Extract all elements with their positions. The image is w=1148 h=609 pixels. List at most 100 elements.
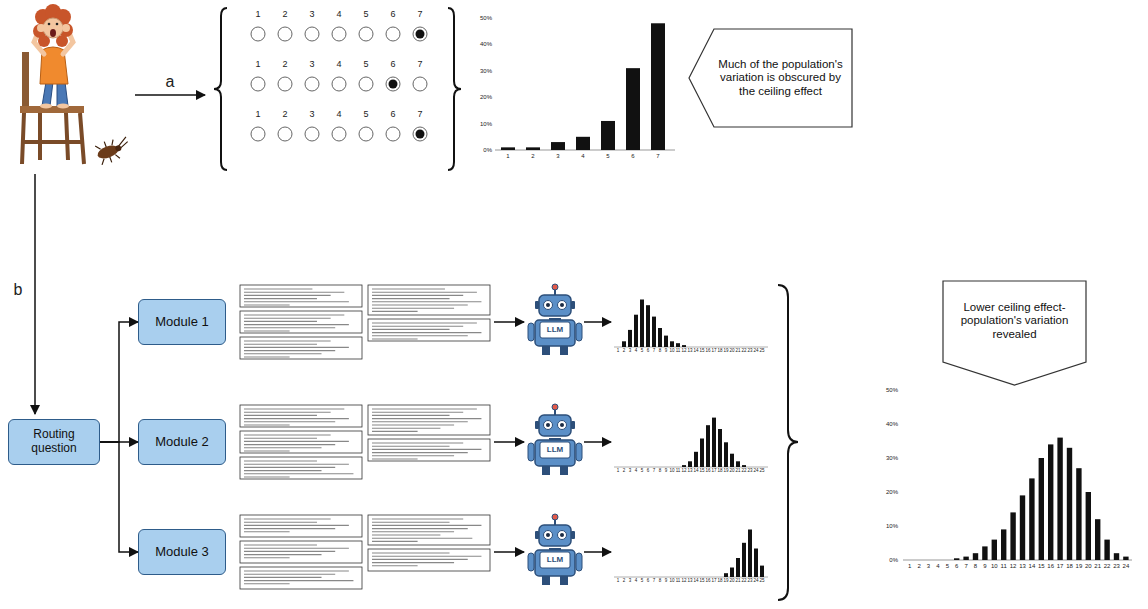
bar xyxy=(700,439,704,468)
text-line xyxy=(244,557,290,558)
bar xyxy=(1076,468,1081,560)
axis-tick: 24 xyxy=(753,469,758,474)
llm-robot xyxy=(528,404,582,475)
text-line xyxy=(372,428,440,429)
text-line xyxy=(372,288,445,289)
axis-tick: 0% xyxy=(889,557,898,563)
axis-tick: 13 xyxy=(1019,563,1026,569)
axis-tick: 21 xyxy=(1094,563,1101,569)
scale-number: 6 xyxy=(390,10,395,19)
text-line xyxy=(372,304,468,305)
routing-box: Routing question xyxy=(8,419,100,465)
scale-number: 4 xyxy=(336,110,341,119)
axis-tick: 14 xyxy=(693,579,698,584)
text-line xyxy=(244,570,349,571)
radio-button xyxy=(332,127,346,141)
text-line xyxy=(372,301,481,302)
text-line xyxy=(244,580,353,581)
bar xyxy=(742,543,746,577)
bar xyxy=(676,343,680,347)
axis-tick: 6 xyxy=(647,469,650,474)
text-line xyxy=(244,340,331,341)
bar xyxy=(1123,557,1128,560)
axis-tick: 19 xyxy=(1076,563,1083,569)
axis-tick: 7 xyxy=(653,469,656,474)
bar xyxy=(1020,495,1025,560)
text-document xyxy=(368,319,490,341)
flow-arrow xyxy=(494,441,524,443)
text-line xyxy=(244,412,331,413)
axis-tick: 20% xyxy=(886,489,898,495)
axis-tick: 25 xyxy=(759,579,764,584)
scale-number: 7 xyxy=(417,10,422,19)
text-line xyxy=(244,531,290,532)
bar xyxy=(706,425,710,467)
axis-tick: 16 xyxy=(705,469,710,474)
axis-tick: 14 xyxy=(1029,563,1036,569)
text-line xyxy=(372,528,468,529)
radio-button xyxy=(386,77,400,91)
axis-tick: 3 xyxy=(629,579,632,584)
scale-number: 2 xyxy=(282,110,287,119)
bar xyxy=(1029,478,1034,560)
scale-number: 7 xyxy=(417,110,422,119)
text-line xyxy=(244,548,349,549)
text-line xyxy=(244,470,322,471)
text-line xyxy=(244,327,335,328)
bar xyxy=(754,549,758,578)
axis-tick: 14 xyxy=(693,349,698,354)
module-box: Module 2 xyxy=(138,419,226,465)
axis-tick: 1 xyxy=(617,469,620,474)
callout-box: Lower ceiling effect- population's varia… xyxy=(942,280,1087,386)
text-line xyxy=(372,292,477,293)
text-line xyxy=(244,418,349,419)
text-line xyxy=(372,431,418,432)
axis-tick: 19 xyxy=(723,349,728,354)
axis-tick: 8 xyxy=(659,469,662,474)
axis-tick: 15 xyxy=(699,579,704,584)
text-line xyxy=(244,574,335,575)
robot-label: LLM xyxy=(547,556,563,564)
module-box: Module 1 xyxy=(138,299,226,345)
axis-tick: 2 xyxy=(623,469,626,474)
axis-tick: 5 xyxy=(641,469,644,474)
axis-tick: 1 xyxy=(617,579,620,584)
bar xyxy=(622,341,626,347)
text-line xyxy=(372,452,468,453)
axis-tick: 13 xyxy=(687,579,692,584)
step-letter: b xyxy=(14,282,23,298)
radio-button xyxy=(278,27,292,41)
scale-number: 3 xyxy=(309,10,314,19)
axis-tick: 16 xyxy=(705,579,710,584)
axis-tick: 7 xyxy=(964,563,967,569)
radio-button xyxy=(359,27,373,41)
flow-arrow xyxy=(584,441,611,443)
scale-number: 5 xyxy=(363,60,368,69)
axis-tick: 9 xyxy=(983,563,986,569)
text-line xyxy=(244,476,290,477)
scale-number: 6 xyxy=(390,60,395,69)
text-line xyxy=(244,330,290,331)
text-line xyxy=(372,329,450,330)
text-document xyxy=(240,567,362,589)
radio-button xyxy=(413,77,427,91)
text-line xyxy=(244,350,335,351)
bar xyxy=(526,147,540,150)
text-line xyxy=(372,442,463,443)
axis-tick: 18 xyxy=(717,579,722,584)
scale-number: 4 xyxy=(336,60,341,69)
axis-tick: 14 xyxy=(693,469,698,474)
radio-button xyxy=(386,27,400,41)
axis-tick: 40% xyxy=(480,41,492,47)
axis-tick: 7 xyxy=(656,153,659,159)
bar xyxy=(694,452,698,467)
flow-arrow xyxy=(584,551,611,553)
bar xyxy=(682,465,686,467)
text-line xyxy=(244,324,349,325)
text-document xyxy=(368,439,490,461)
text-line xyxy=(244,408,344,409)
axis-tick: 10 xyxy=(669,349,674,354)
text-line xyxy=(244,460,317,461)
text-line xyxy=(244,450,290,451)
bar xyxy=(682,345,686,347)
